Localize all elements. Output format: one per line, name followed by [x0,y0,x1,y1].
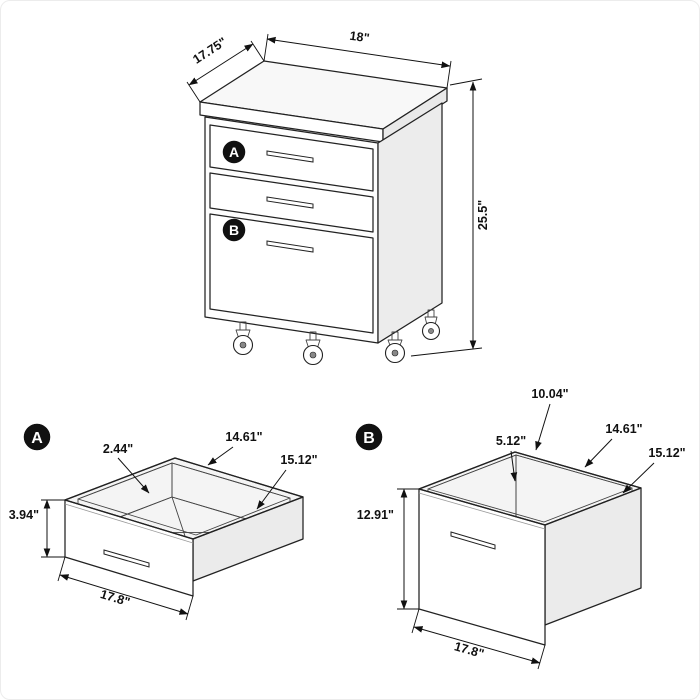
drawer-b-dim-back-height: 10.04" [531,387,569,451]
drawer-b-dim-inner-depth: 15.12" [622,446,686,494]
cabinet-badge-b: B [222,218,246,242]
drawer-a-dim-inner-width: 14.61" [207,430,263,466]
drawer-b-dim-front-height-label: 12.91" [357,508,394,522]
cabinet-side-face [377,102,443,344]
cabinet-top-side-band [382,87,448,143]
drawer-b-dim-inner-width: 14.61" [584,422,643,468]
cabinet-badge-b-label: B [229,222,239,238]
drawer-b-dim-inner-depth-label: 15.12" [648,446,685,460]
drawer-b-rim-outline [418,451,642,526]
drawer-b-dim-front-height: 12.91" [357,488,419,610]
drawer-a-badge-label: A [31,430,43,447]
caster-middle-icon [302,331,324,366]
cabinet-badge-a-label: A [229,144,239,160]
drawer-a-dim-front-height: 3.94" [9,499,65,558]
drawer-a-view: A 3.94" 17.8 [9,423,318,621]
drawer-a-dim-inner-width-label: 14.61" [225,430,262,444]
caster-left-icon [232,321,254,356]
drawer-b-handle-icon [450,531,496,550]
drawer-b-dim-inner-width-label: 14.61" [605,422,642,436]
cabinet-view: A B 18" 17.75" 25.5" [186,29,490,366]
drawer-b-dim-front-inset: 5.12" [496,434,526,482]
drawer-a-dim-inner-depth: 15.12" [256,453,318,510]
drawer-b-view: B 12.91" 17. [355,387,686,670]
cabinet-dim-width: 18" [263,29,452,89]
drawer-a-dim-top-inset-label: 2.44" [103,442,133,456]
drawer-2-handle-icon [266,196,314,209]
cabinet-dim-height-label: 25.5" [476,200,490,230]
drawer-b-badge-label: B [363,430,375,447]
drawer-a-rim-outline [64,457,304,540]
cabinet-casters [232,309,441,366]
drawer-b-dim-front-inset-label: 5.12" [496,434,526,448]
drawer-1-handle-icon [266,150,314,163]
cabinet-badge-a: A [222,140,246,164]
caster-right-icon [384,331,406,364]
drawer-b-badge: B [355,423,383,451]
cabinet-dim-width-label: 18" [349,29,371,46]
caster-back-icon [421,309,441,341]
cabinet-dim-height: 25.5" [410,78,490,357]
drawer-a-dim-top-inset: 2.44" [103,442,150,494]
drawer-b-dim-back-height-label: 10.04" [531,387,568,401]
drawer-a-dim-inner-depth-label: 15.12" [280,453,317,467]
drawer-a-handle-icon [103,549,150,568]
drawer-b-dim-outer-width-label: 17.8" [453,639,486,661]
drawer-3-handle-icon [266,240,314,253]
cabinet-drawer-3-front [209,213,374,334]
cabinet-dim-depth-label: 17.75" [190,35,229,67]
drawer-a-badge: A [23,423,51,451]
drawer-a-dim-outer-width-label: 17.8" [99,587,132,609]
drawer-a-dim-front-height-label: 3.94" [9,508,39,522]
